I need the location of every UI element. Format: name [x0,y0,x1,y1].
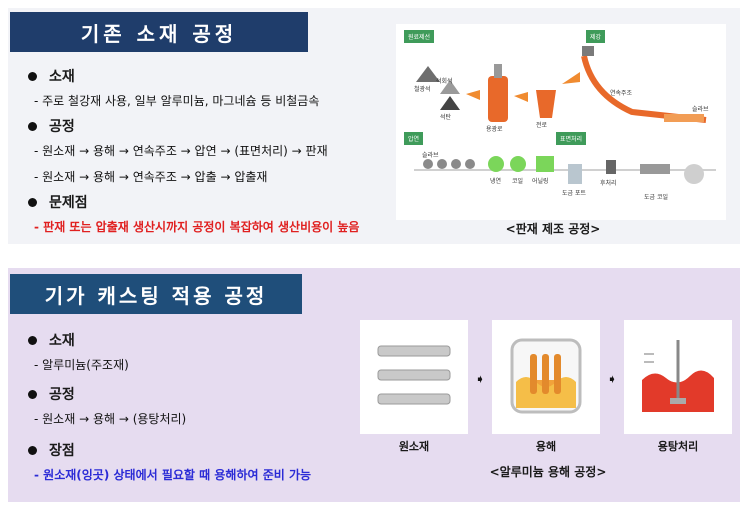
bullet-dot-icon [28,71,37,81]
giga-casting-title: 기가 캐스팅 적용 공정 [10,274,302,314]
melting-furnace-icon [510,338,582,414]
card-label-treatment: 용탕처리 [657,440,699,453]
coal-pile-icon [440,96,460,110]
arrow-right-icon: ➧ [475,372,486,386]
card-label-raw: 원소재 [398,440,430,453]
material-line: - 주로 철강재 사용, 일부 알루미늄, 마그네슘 등 비철금속 [34,94,320,108]
label-limestone: 석회석 [436,78,453,85]
roller-icon [437,159,447,169]
giga-bullet-process: 공정 [28,384,75,404]
label-post: 후처리 [600,180,617,187]
plating-pot-icon [568,164,582,184]
bullet-dot-icon [28,335,37,345]
label-coated: 도금 코일 [644,194,668,201]
furnace-stack-icon [494,64,502,78]
label-cold: 냉연 [490,178,502,185]
label-anneal: 어닐링 [532,178,549,185]
card-label-melting: 용해 [535,440,557,453]
bullet-dot-icon [28,389,37,399]
label-ore: 철광석 [414,86,431,93]
arrow-icon [562,72,580,84]
giga-material-line: - 알루미늄(주조재) [34,358,129,372]
roller-icon [451,159,461,169]
stage-raw-material: 원료제선 [404,30,435,43]
ingot-stack-icon [377,345,451,405]
melting-process-caption: <알루미늄 용해 공정> [489,465,607,479]
roller-icon [465,159,475,169]
stage-steelmaking: 제강 [586,30,606,43]
plate-process-illustration: 원료제선 제강 압연 표면처리 철광석 석회석 석탄 용광로 전로 연속주조 슬… [396,24,726,220]
label-slab: 슬라브 [692,106,709,113]
arrow-icon [514,92,528,102]
limestone-pile-icon [440,80,460,94]
tundish-icon [582,46,594,56]
slab-icon [664,114,704,122]
giga-casting-section: 기가 캐스팅 적용 공정 소재 - 알루미늄(주조재) 공정 - 원소재 → 용… [8,268,740,502]
anneal-icon [536,156,554,172]
post-treatment-icon [606,160,616,174]
label-pot: 도금 포트 [562,190,586,197]
stage-rolling: 압연 [404,132,424,145]
coil-icon [510,156,526,172]
blast-furnace-icon [488,76,508,122]
label-converter: 전로 [536,122,548,129]
bullet-dot-icon [28,445,37,455]
coated-coil-icon [684,164,704,184]
card-raw-material [360,320,468,434]
giga-process-line: - 원소재 → 용해 → (용탕처리) [34,412,187,426]
giga-advantage-line: - 원소재(잉곳) 상태에서 필요할 때 용해하여 준비 가능 [34,468,312,482]
label-slab2: 슬라브 [422,152,439,159]
melt-treatment-icon [642,340,714,412]
roller-icon [423,159,433,169]
plate-process-svg [414,46,716,184]
process-line-2: - 원소재 → 용해 → 연속주조 → 압출 → 압출재 [34,170,268,184]
existing-process-title: 기존 소재 공정 [10,12,308,52]
process-line-1: - 원소재 → 용해 → 연속주조 → 압연 → (표면처리) → 판재 [34,144,328,158]
stage-surface: 표면처리 [556,132,587,145]
label-furnace: 용광로 [486,126,503,133]
giga-bullet-material: 소재 [28,330,75,350]
bullet-dot-icon [28,197,37,207]
card-melt-treatment [624,320,732,434]
arrow-right-icon: ➧ [607,372,618,386]
plate-process-caption: <판재 제조 공정> [505,222,601,236]
card-melting [492,320,600,434]
bullet-material: 소재 [28,66,75,86]
giga-bullet-advantage: 장점 [28,440,75,460]
bullet-problem: 문제점 [28,192,88,212]
problem-line: - 판재 또는 압출재 생산시까지 공정이 복잡하여 생산비용이 높음 [34,220,360,234]
converter-icon [536,90,556,118]
cold-roll-icon [488,156,504,172]
bullet-process: 공정 [28,116,75,136]
arrow-icon [466,90,480,100]
continuous-casting-icon [581,55,707,123]
label-coal: 석탄 [440,114,452,121]
bullet-dot-icon [28,121,37,131]
label-cc: 연속주조 [610,90,633,97]
ore-pile-icon [416,66,440,82]
existing-process-section: 기존 소재 공정 소재 - 주로 철강재 사용, 일부 알루미늄, 마그네슘 등… [8,8,740,244]
strip-icon [640,164,670,174]
label-coil: 코일 [512,178,524,185]
